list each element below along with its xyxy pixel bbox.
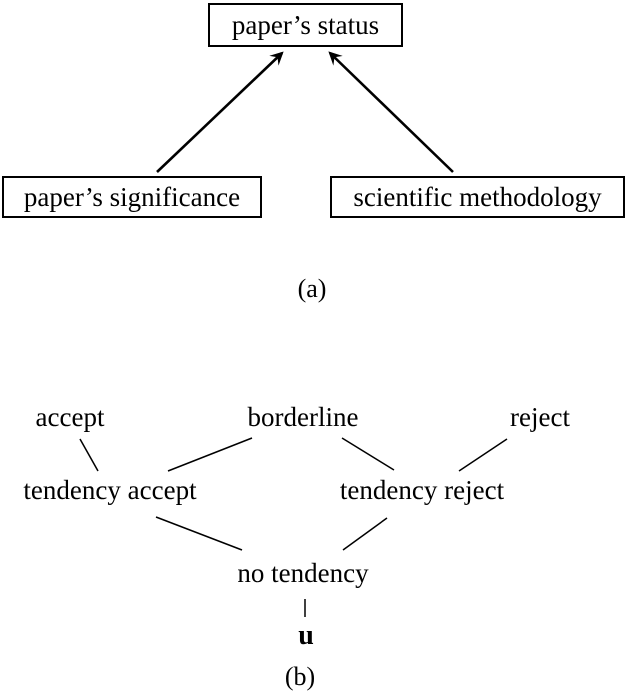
node-reject: reject	[510, 402, 570, 432]
node-u: u	[298, 620, 314, 651]
node-papers-status: paper’s status	[208, 3, 403, 47]
node-tendency-accept: tendency accept	[23, 475, 197, 505]
node-scientific-methodology: scientific methodology	[330, 176, 625, 218]
caption-b: (b)	[284, 662, 316, 691]
edge-reject-tendency-reject	[458, 438, 508, 472]
edge-tendency-accept-no-tendency	[155, 516, 243, 551]
edge-borderline-tendency-reject	[341, 437, 395, 471]
node-papers-significance: paper’s significance	[2, 176, 262, 218]
node-borderline: borderline	[247, 402, 359, 432]
edge-borderline-tendency-accept	[167, 437, 253, 472]
node-accept: accept	[35, 402, 105, 432]
edge-significance-to-status	[156, 51, 284, 173]
edge-methodology-to-status	[328, 51, 454, 173]
edge-accept-tendency-accept	[79, 438, 99, 472]
node-tendency-reject: tendency reject	[339, 475, 505, 505]
caption-a: (a)	[297, 274, 327, 303]
edge-tendency-reject-no-tendency	[342, 517, 388, 551]
node-no-tendency: no tendency	[237, 558, 369, 588]
